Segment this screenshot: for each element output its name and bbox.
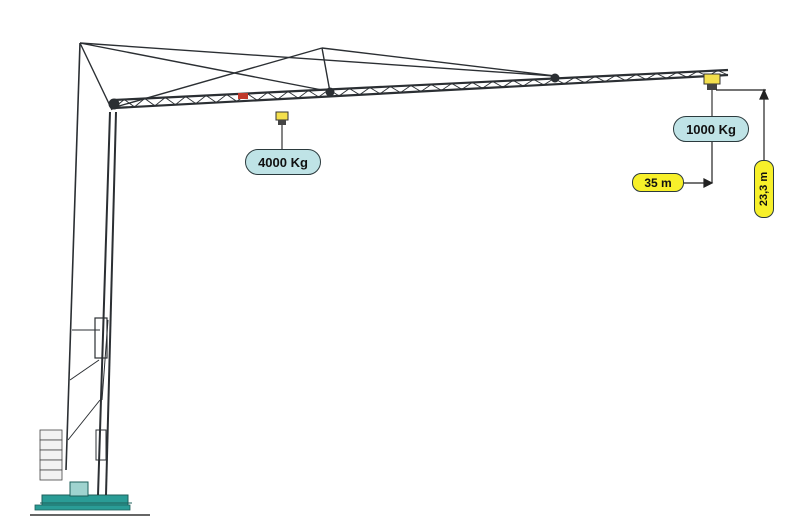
tip-hook bbox=[703, 73, 721, 118]
height-dimension-label: 23,3 m bbox=[758, 171, 770, 207]
tip-load-badge: 1000 Kg bbox=[673, 116, 749, 142]
crane-jib bbox=[108, 68, 729, 110]
back-stays bbox=[65, 42, 113, 471]
radius-dimension-badge: 35 m bbox=[632, 173, 684, 192]
height-dimension-badge: 23,3 m bbox=[754, 160, 774, 218]
crane-base bbox=[34, 481, 132, 511]
counterweight bbox=[39, 429, 63, 481]
mid-load-badge: 4000 Kg bbox=[245, 149, 321, 175]
dimension-lines bbox=[684, 88, 769, 188]
mid-hook bbox=[275, 111, 289, 149]
crane-mast bbox=[94, 111, 117, 496]
